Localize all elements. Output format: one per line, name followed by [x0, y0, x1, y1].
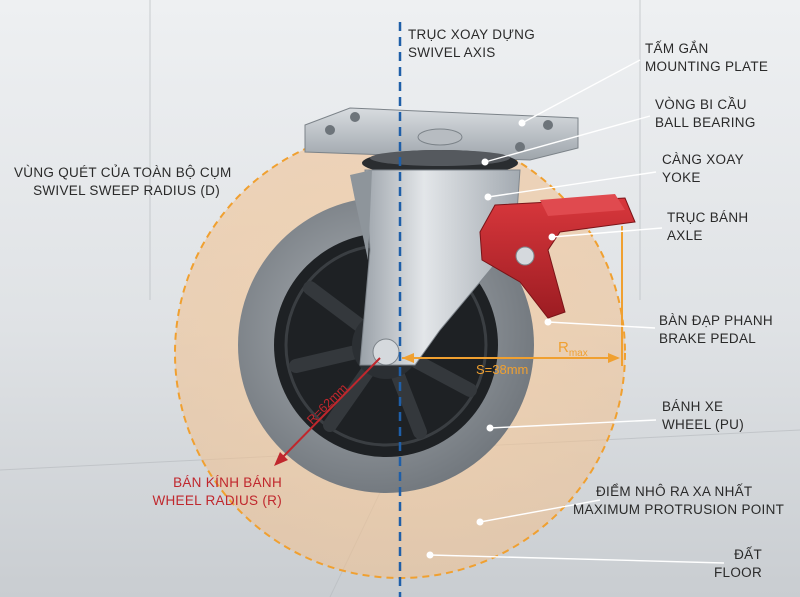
yoke-label: CÀNG XOAY YOKE: [662, 152, 744, 185]
brake-pedal-label: BÀN ĐẠP PHANH BRAKE PEDAL: [659, 313, 773, 346]
sweep-radius-label: VÙNG QUÉT CỦA TOÀN BỘ CỤM SWIVEL SWEEP R…: [14, 165, 232, 198]
wheel-label: BÁNH XE WHEEL (PU): [662, 399, 745, 432]
r-dimension: [274, 357, 381, 466]
max-protrusion-label-en: MAXIMUM PROTRUSION POINT: [573, 502, 785, 517]
leader-lines: [429, 59, 725, 564]
mounting-plate-label: TẤM GẮN MOUNTING PLATE: [645, 41, 769, 74]
s-dimension: [402, 353, 620, 363]
svg-text:Rmax: Rmax: [558, 339, 588, 359]
ball-bearing-race: [370, 150, 510, 166]
brake-pedal: [479, 194, 636, 319]
s-value-label: S=38mm: [476, 362, 528, 377]
rmax-subscript: max: [569, 348, 588, 359]
floor-label: ĐẤT FLOOR: [713, 547, 762, 580]
swivel-axis-label: TRỤC XOAY DỰNG SWIVEL AXIS: [408, 27, 535, 60]
mounting-plate: [304, 107, 579, 161]
max-protrusion-label: ĐIỂM NHÔ RA XA NHẤT: [596, 484, 753, 499]
rmax-label: R: [558, 339, 569, 356]
leader-dots: [426, 119, 556, 559]
wheel-radius-label: BÁN KÍNH BÁNH WHEEL RADIUS (R): [152, 475, 282, 508]
axle-label: TRỤC BÁNH AXLE: [667, 210, 749, 243]
ball-bearing-label: VÒNG BI CẦU BALL BEARING: [655, 97, 756, 130]
